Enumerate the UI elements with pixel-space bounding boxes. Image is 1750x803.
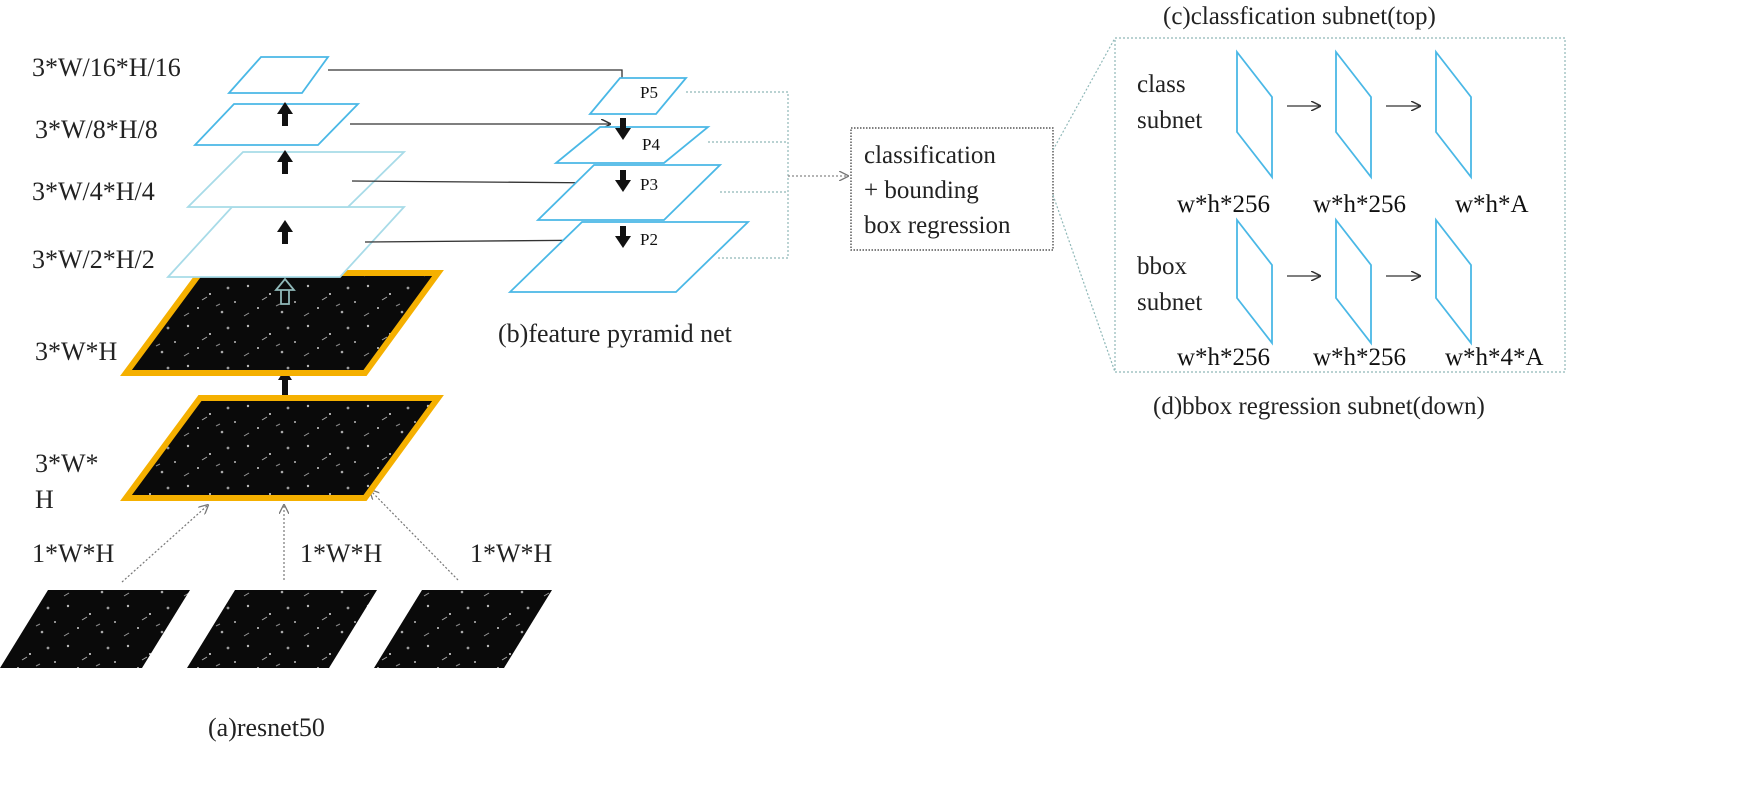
- zoom-lines: [1052, 37, 1116, 373]
- feature-layer-l8: [192, 103, 361, 146]
- layer-label-l2: 3*W/2*H/2: [32, 245, 155, 274]
- layer-label-full-top: 3*W*H: [35, 337, 118, 366]
- down-arrow-p3-p2: [615, 226, 631, 248]
- input-image-3: [374, 590, 552, 668]
- fpn-level-p4: [553, 126, 711, 164]
- class-dim-2: w*h*256: [1313, 191, 1406, 218]
- fpn-label-p5: P5: [640, 83, 658, 102]
- lateral-l16-to-p5: [328, 69, 622, 95]
- feature-layer-full-top: [120, 270, 444, 376]
- class-subnet-caption: (c)classfication subnet(top): [1163, 3, 1436, 30]
- bbox-subnet-label-line1: bbox: [1137, 253, 1188, 280]
- class-map-3: [1435, 49, 1472, 180]
- layer-label-l4: 3*W/4*H/4: [32, 177, 155, 206]
- hollow-up-arrow: [274, 277, 296, 305]
- down-arrow-p4-p3: [615, 170, 631, 192]
- up-arrow-resnet-1: [277, 220, 293, 244]
- fpn-label-p4: P4: [642, 135, 660, 154]
- head-box: [850, 127, 1054, 251]
- class-subnet-label-line1: class: [1137, 71, 1186, 98]
- feature-layer-full-bottom: [120, 395, 444, 501]
- fpn-label-p2: P2: [640, 230, 658, 249]
- fpn-label-p3: P3: [640, 175, 658, 194]
- bbox-dim-3: w*h*4*A: [1445, 344, 1544, 371]
- input-arrow-1: [121, 505, 208, 583]
- layer-label-full-bottom-line2: H: [35, 485, 54, 514]
- feature-layer-l4: [185, 151, 407, 208]
- bbox-map-2: [1335, 217, 1372, 346]
- resnet-caption: (a)resnet50: [208, 713, 325, 742]
- input-label-1: 1*W*H: [32, 539, 115, 568]
- layer-label-full-bottom-line1: 3*W*: [35, 449, 99, 478]
- fpn-caption: (b)feature pyramid net: [498, 319, 733, 348]
- fpn-level-p5: [588, 77, 688, 115]
- bbox-subnet-label-line2: subnet: [1137, 289, 1202, 316]
- input-label-3: 1*W*H: [470, 539, 553, 568]
- bbox-subnet-caption: (d)bbox regression subnet(down): [1153, 393, 1485, 420]
- class-subnet-label-line2: subnet: [1137, 107, 1202, 134]
- layer-label-l16: 3*W/16*H/16: [32, 53, 181, 82]
- layer-label-l8: 3*W/8*H/8: [35, 115, 158, 144]
- input-label-2: 1*W*H: [300, 539, 383, 568]
- down-arrow-p5-p4: [615, 118, 631, 140]
- up-arrow-resnet-3: [277, 102, 293, 126]
- head-text-line3: box regression: [864, 212, 1011, 239]
- feature-layer-l16: [226, 56, 330, 94]
- fpn-level-p2: [507, 221, 751, 293]
- up-arrow-resnet-2: [277, 150, 293, 174]
- head-text-line1: classification: [864, 142, 996, 169]
- lateral-l4-to-p3: [351, 181, 610, 183]
- input-image-2: [187, 590, 377, 668]
- class-map-2: [1335, 49, 1372, 180]
- head-text-line2: + bounding: [864, 177, 979, 204]
- fpn-level-p3: [535, 164, 723, 221]
- input-arrow-3: [370, 490, 459, 581]
- bbox-dim-1: w*h*256: [1177, 344, 1270, 371]
- class-map-1: [1236, 49, 1273, 180]
- class-dim-3: w*h*A: [1455, 191, 1529, 218]
- input-image-1: [0, 590, 190, 668]
- class-dim-1: w*h*256: [1177, 191, 1270, 218]
- bbox-dim-2: w*h*256: [1313, 344, 1406, 371]
- bbox-map-3: [1435, 217, 1472, 346]
- fpn-to-head-connectors: [686, 91, 789, 259]
- bbox-map-1: [1236, 217, 1273, 346]
